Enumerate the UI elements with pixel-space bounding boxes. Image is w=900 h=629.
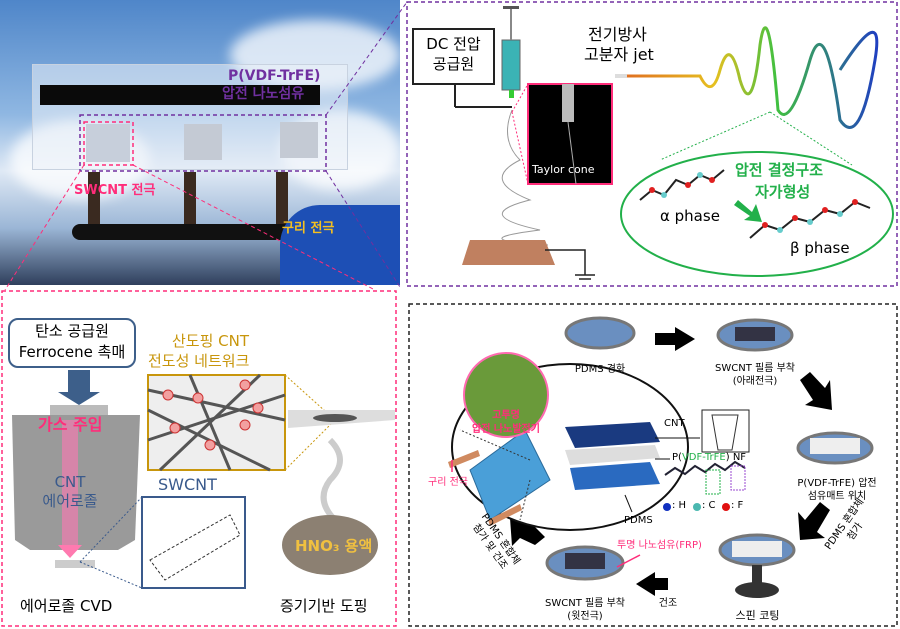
fluorine-legend-dot (722, 503, 730, 511)
step-swcnt-top-2: (윗전극) (567, 611, 603, 622)
pdms-layer-label: PDMS (624, 515, 653, 526)
electrospinning-illustration (454, 6, 894, 280)
catalyst-label: Ferrocene 촉매 (18, 343, 126, 361)
copper-electrode-label: 구리 전극 (282, 221, 335, 236)
tweezers (72, 224, 312, 240)
cnt-aerosol-label-1: CNT (54, 473, 86, 491)
device-label-1: 고투명 (492, 410, 520, 421)
step-spin-coating: 스핀 코팅 (735, 609, 780, 622)
aerosol-cvd-caption: 에어로졸 CVD (20, 597, 113, 615)
legend-c: : C (702, 500, 716, 511)
carbon-source-box (8, 318, 136, 368)
beta-phase-label: β phase (790, 239, 850, 257)
swcnt-pad (280, 122, 318, 158)
swcnt-electrode-label: SWCNT 전극 (74, 183, 156, 198)
process-arrows (510, 327, 832, 596)
step-drying: 건조 (658, 598, 678, 609)
nanogenerator-device (469, 429, 551, 521)
swcnt-pad (86, 124, 130, 162)
electrospinning-panel: DC 전압 공급원 전기방사 고분자 jet Taylor cone 압전 결정… (0, 0, 900, 290)
cnt-layer-label: CNT (664, 418, 685, 429)
network-label-2: 전도성 네트워크 (148, 352, 250, 370)
crystal-label-1: 압전 결정구조 (735, 161, 824, 179)
device-label-2: 압전 나노발전기 (472, 424, 540, 435)
step-fiber-mat-1: P(VDF-TrFE) 압전 (797, 478, 877, 489)
power-label-2: 공급원 (432, 55, 475, 73)
nanofiber-strip (40, 85, 320, 105)
step-fiber-mat-2: 섬유매트 위치 (807, 491, 867, 502)
swcnt-label: SWCNT (158, 475, 217, 494)
cnt-aerosol-label-2: 에어로졸 (42, 492, 98, 510)
step-pdms-curing: PDMS 경화 (574, 364, 626, 375)
swcnt-inset (141, 496, 246, 589)
nf-prefix: P( (672, 452, 682, 463)
step-swcnt-top-1: SWCNT 필름 부착 (545, 598, 625, 609)
vapor-doping-caption: 증기기반 도핑 (280, 597, 368, 615)
gas-injection-label: 가스 주입 (38, 415, 103, 434)
alpha-phase-label: α phase (660, 207, 720, 225)
network-label-1: 산도핑 CNT (172, 332, 250, 350)
legend-f: : F (731, 500, 744, 511)
hydrogen-legend-dot (663, 503, 671, 511)
nanofiber-layer-label: P(VDF-TrFE) NF (672, 452, 746, 464)
device-photo-inset (463, 352, 549, 438)
swcnt-pad (184, 124, 222, 160)
petri-dishes (545, 316, 874, 598)
power-label-1: DC 전압 (426, 35, 481, 53)
fiber-label-2: 압전 나노섬유 (222, 86, 305, 102)
copper-lead (276, 172, 288, 224)
hno3-dish (282, 515, 378, 575)
carbon-legend-dot (693, 503, 701, 511)
nf-suffix: ) NF (725, 452, 747, 463)
nf-polymer: VDF-TrFE (681, 452, 726, 463)
copper-electrode-label: 구리 전극 (428, 477, 468, 488)
cvd-panel: 탄소 공급원 Ferrocene 촉매 산도핑 CNT 전도성 네트워크 가스 … (0, 0, 400, 629)
copper-lead (88, 172, 100, 224)
cvd-illustration (12, 370, 395, 589)
transform-arrow (734, 200, 762, 222)
dc-power-supply-box (412, 28, 495, 85)
taylor-cone-label: Taylor cone (532, 163, 595, 176)
device-photo: P(VDF-TrFE) 압전 나노섬유 SWCNT 전극 구리 전극 (0, 0, 400, 285)
jet-label-1: 전기방사 (588, 25, 647, 44)
legend-h: : H (672, 500, 687, 511)
step-swcnt-bottom-2: (아래전극) (732, 376, 778, 387)
frp-label: 투명 나노섬유(FRP) (617, 540, 702, 551)
carbon-source-label: 탄소 공급원 (35, 322, 109, 340)
jet-label-2: 고분자 jet (584, 45, 654, 64)
fiber-label: P(VDF-TrFE) (228, 68, 321, 84)
cnt-structure-box (701, 409, 750, 453)
step-swcnt-bottom-1: SWCNT 필름 부착 (715, 363, 795, 374)
crystal-label-2: 자가형성 (755, 183, 811, 201)
copper-lead (184, 172, 196, 224)
hno3-label: HNO₃ 용액 (295, 537, 373, 555)
